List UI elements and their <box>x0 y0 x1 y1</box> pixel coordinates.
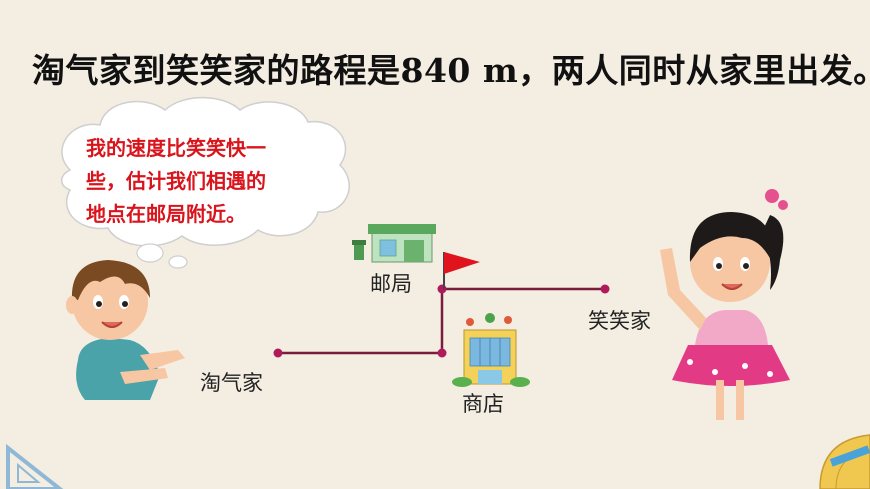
post-office-label: 邮局 <box>370 272 412 296</box>
flag-icon <box>443 252 480 289</box>
boy-taoqi-illustration <box>66 260 185 400</box>
shop-icon <box>452 313 530 387</box>
post-office-icon <box>352 224 436 263</box>
triangle-ruler-icon <box>6 443 64 489</box>
shop-point <box>437 348 447 358</box>
xiaoxiao-home-label: 笑笑家 <box>588 309 651 333</box>
xiaoxiao-home-point <box>600 284 610 294</box>
thought-bubble <box>61 96 350 269</box>
taoqi-home-point <box>273 348 283 358</box>
girl-xiaoxiao-illustration <box>660 189 790 420</box>
speech-bubble: 我的速度比笑笑快一 些，估计我们相遇的 地点在邮局附近。 <box>86 132 336 231</box>
problem-title: 淘气家到笑笑家的路程是840 m，两人同时从家里出发。 <box>32 51 870 90</box>
post-office-point <box>437 284 447 294</box>
speech-line: 地点在邮局附近。 <box>86 202 246 226</box>
route <box>273 284 610 358</box>
protractor-pencil-icon <box>819 434 870 489</box>
speech-line: 我的速度比笑笑快一 <box>86 136 266 160</box>
shop-label: 商店 <box>462 392 504 416</box>
taoqi-home-label: 淘气家 <box>200 371 263 395</box>
speech-line: 些，估计我们相遇的 <box>86 169 266 193</box>
